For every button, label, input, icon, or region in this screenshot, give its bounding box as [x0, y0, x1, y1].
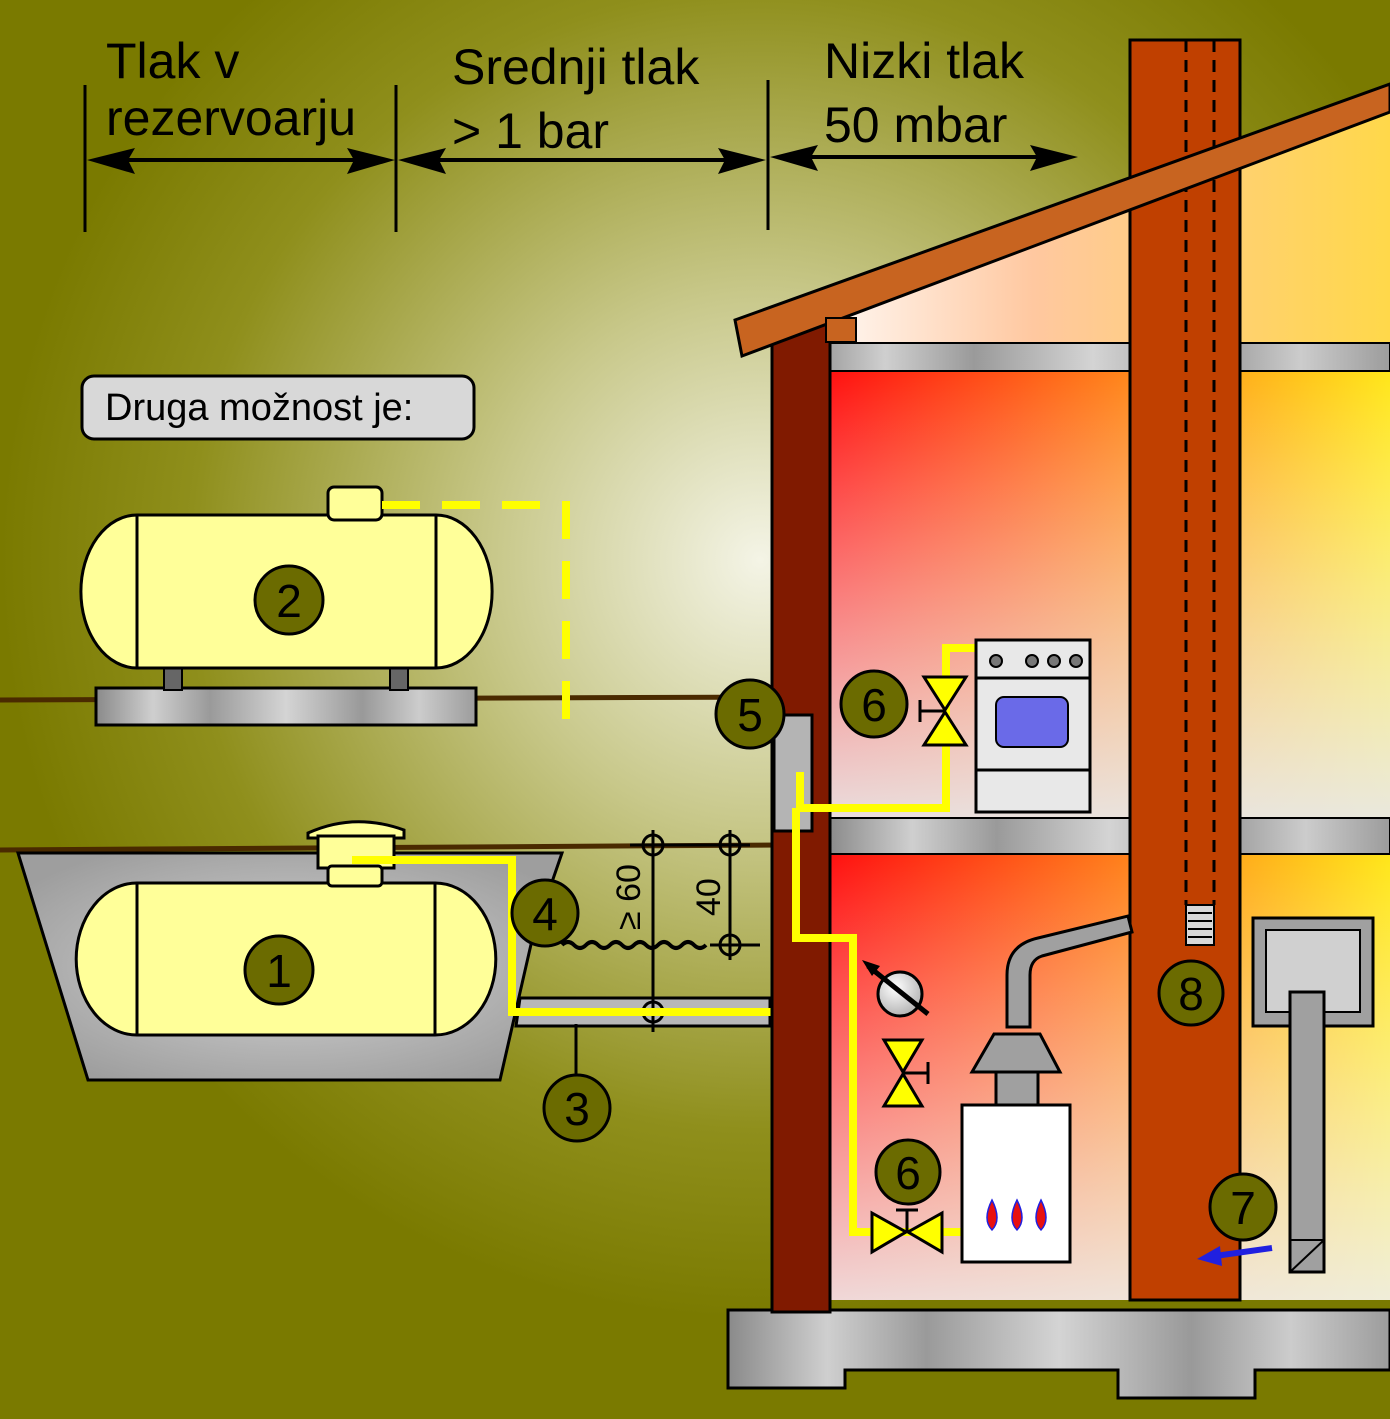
pressure-zones: Tlak v rezervoarju Srednji tlak > 1 bar …: [83, 33, 1078, 232]
callout-6-lower: 6: [895, 1147, 921, 1199]
zone-low-label-2: 50 mbar: [824, 97, 1007, 153]
air-inlet-arrow: [1197, 1245, 1273, 1266]
foundation: [726, 1308, 1390, 1400]
attic-slab: [795, 342, 1390, 372]
stove-valve: 6: [839, 669, 969, 747]
zone-medium-label-1: Srednji tlak: [452, 39, 700, 95]
callout-2: 2: [276, 575, 302, 627]
warning-tape: [560, 940, 708, 950]
dome-lid: [306, 820, 406, 840]
middle-slab: [827, 817, 1390, 855]
ventilation-duct: 7: [1197, 916, 1375, 1274]
gas-stove: [974, 638, 1092, 814]
callout-8: 8: [1178, 968, 1204, 1020]
depth-min-label: ≥ 60: [610, 864, 648, 930]
callout-6-upper: 6: [861, 679, 887, 731]
underground-tank: 1: [15, 820, 565, 1082]
aboveground-tank: 2: [79, 485, 570, 740]
lower-vertical-valve: [881, 1038, 930, 1108]
chimney-vent: 8: [1157, 904, 1225, 1027]
boiler-flue: [1005, 914, 1134, 1029]
callout-5: 5: [737, 689, 763, 741]
oven-window: [995, 696, 1069, 748]
callout-3: 3: [564, 1083, 590, 1135]
alternative-pipe-dashed: [382, 501, 570, 740]
tank-dome-2: [326, 485, 384, 522]
boiler-flames: [986, 1198, 1047, 1232]
alternative-option-label: Druga možnost je:: [105, 387, 413, 429]
zone-medium-label-2: > 1 bar: [452, 103, 609, 159]
gas-boiler: [960, 914, 1134, 1264]
callout-7: 7: [1230, 1182, 1256, 1234]
depth-pipe-label: 40: [690, 878, 728, 916]
callout-1: 1: [266, 945, 292, 997]
zone-low-label-1: Nizki tlak: [824, 33, 1025, 89]
zone-tank-label-2: rezervoarju: [106, 90, 356, 146]
zone-tank-label-1: Tlak v: [106, 33, 239, 89]
callout-4: 4: [532, 888, 558, 940]
boiler-valve: 6: [870, 1138, 944, 1255]
zone-tank-arrow: [87, 148, 395, 174]
zone-low-arrow: [770, 145, 1078, 171]
depth-dimensions: [560, 830, 760, 1032]
alternative-option-box: Druga možnost je:: [80, 374, 476, 441]
zone-medium-arrow: [398, 148, 766, 174]
roof: [733, 82, 1390, 359]
tank-slab: [94, 686, 478, 727]
pressure-gauge: [862, 960, 930, 1018]
